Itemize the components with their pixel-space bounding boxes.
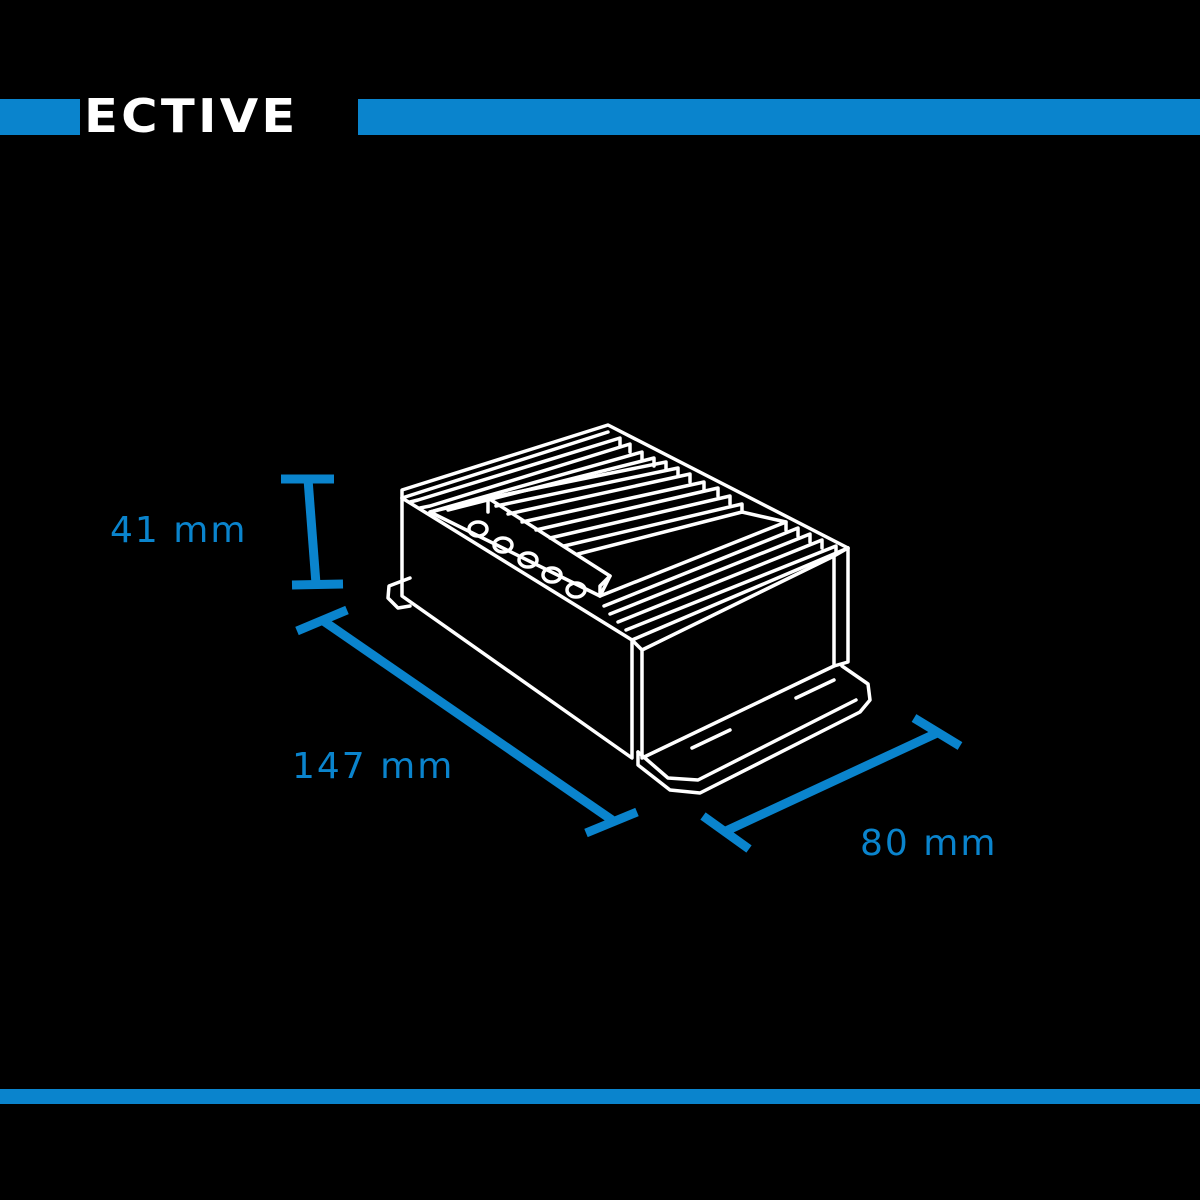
base-plate-left [386,576,412,610]
terminal-screw-icon [492,536,514,554]
header-accent-bar-right [358,99,1200,135]
terminal-screw-icon [517,551,539,569]
base-plate-right [636,664,872,795]
terminal-screw-icon [467,520,489,538]
housing-top-outline [400,423,850,550]
header-accent-bar-left [0,99,80,135]
length-dimension-bar [295,605,639,838]
housing-end-side [630,554,836,760]
brand-logo: ECTIVE [84,91,354,141]
housing-long-side [400,496,634,760]
terminal-row [467,520,587,599]
housing-end-edge [832,546,850,668]
terminal-screw-icon [541,566,563,584]
terminal-screw-icon [565,581,587,599]
height-dimension-label: 41 mm [110,510,248,551]
converter-box-icon [386,423,872,795]
footer-accent-bar [0,1089,1200,1104]
dimension-bars [281,474,963,853]
mounting-slot [794,678,836,700]
length-dimension-label: 147 mm [292,746,455,787]
height-dimension-bar [281,474,344,590]
base-plate-top-edge [636,698,858,782]
brand-logo-text: ECTIVE [84,89,299,143]
cooling-fins-rear [400,430,744,556]
width-dimension-label: 80 mm [860,823,998,864]
cooling-fins-front [598,510,850,642]
width-dimension-bar [700,714,963,853]
mounting-slot [690,728,732,750]
